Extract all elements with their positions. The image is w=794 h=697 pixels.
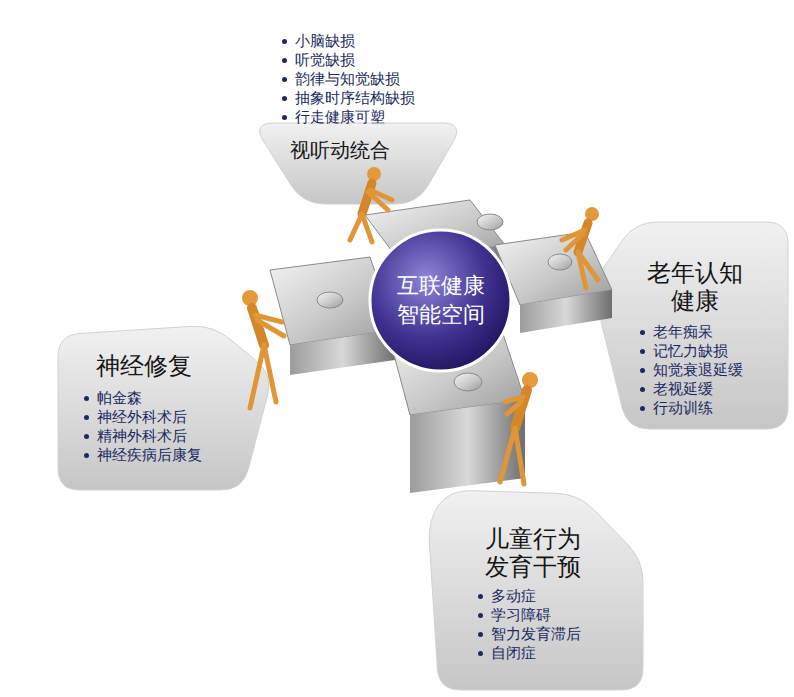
bullet-dot bbox=[84, 415, 89, 420]
list-item: 小脑缺损 bbox=[282, 32, 415, 51]
bullet-dot bbox=[640, 387, 645, 392]
list-item: 行动训练 bbox=[640, 399, 750, 418]
bullet-dot bbox=[478, 613, 483, 618]
category-band: 神经修复帕金森神经外科术后精神外科术后神经疾病后康复 bbox=[58, 325, 273, 490]
list-item: 抽象时序结构缺损 bbox=[282, 89, 415, 108]
bullet-dot bbox=[640, 349, 645, 354]
band-shape bbox=[260, 123, 457, 204]
band-shape bbox=[596, 222, 788, 429]
figure-limbs bbox=[500, 397, 524, 484]
list-item: 自闭症 bbox=[478, 644, 588, 663]
category-heading: 视听动统合 bbox=[290, 139, 415, 162]
text-group: 儿童行为 发育干预多动症学习障碍智力发育滞后自闭症 bbox=[478, 526, 588, 663]
list-item: 智力发育滞后 bbox=[478, 625, 588, 644]
list-item: 韵律与知觉缺损 bbox=[282, 70, 415, 89]
figure-limbs bbox=[562, 230, 598, 288]
puzzle-side bbox=[290, 330, 395, 375]
puzzle-side bbox=[520, 290, 612, 333]
item-text: 韵律与知觉缺损 bbox=[295, 70, 400, 89]
bullet-dot bbox=[640, 368, 645, 373]
puzzle-knob bbox=[548, 254, 572, 270]
bullet-dot bbox=[640, 406, 645, 411]
list-item: 行走健康可塑 bbox=[282, 108, 415, 127]
bullet-dot bbox=[478, 594, 483, 599]
item-text: 学习障碍 bbox=[491, 606, 551, 625]
item-text: 神经外科术后 bbox=[97, 408, 187, 427]
text-group: 互联健康 智能空间 bbox=[390, 272, 491, 329]
item-text: 小脑缺损 bbox=[295, 32, 355, 51]
item-text: 抽象时序结构缺损 bbox=[295, 89, 415, 108]
list-item: 帕金森 bbox=[84, 389, 202, 408]
puzzle-knob bbox=[317, 292, 343, 308]
list-item: 记忆力缺损 bbox=[640, 342, 750, 361]
bullet-dot bbox=[478, 651, 483, 656]
puzzle-piece bbox=[270, 257, 395, 345]
puzzle-knob bbox=[477, 214, 503, 230]
bullet-dot bbox=[282, 115, 287, 120]
category-heading: 儿童行为 发育干预 bbox=[478, 526, 588, 581]
item-text: 记忆力缺损 bbox=[653, 342, 728, 361]
bullet-dot bbox=[282, 39, 287, 44]
bullet-dot bbox=[640, 330, 645, 335]
list-item: 老视延缓 bbox=[640, 380, 750, 399]
puzzle-knob bbox=[454, 373, 482, 391]
bullet-dot bbox=[282, 77, 287, 82]
list-item: 学习障碍 bbox=[478, 606, 588, 625]
figure-head bbox=[367, 167, 381, 181]
center-title: 互联健康 智能空间 bbox=[390, 272, 491, 329]
figure-limbs bbox=[350, 190, 392, 242]
circle-shape bbox=[370, 230, 511, 371]
band-outline bbox=[58, 325, 273, 490]
text-group: 神经修复帕金森神经外科术后精神外科术后神经疾病后康复 bbox=[84, 353, 202, 465]
list-item: 神经外科术后 bbox=[84, 408, 202, 427]
list-item: 知觉衰退延缓 bbox=[640, 361, 750, 380]
circle-outline bbox=[368, 228, 513, 373]
item-text: 老年痴呆 bbox=[653, 323, 713, 342]
center-circle: 互联健康 智能空间 bbox=[368, 228, 513, 373]
list-item: 神经疾病后康复 bbox=[84, 446, 202, 465]
bullet-dot bbox=[84, 453, 89, 458]
bullet-dot bbox=[282, 58, 287, 63]
category-heading: 神经修复 bbox=[96, 353, 202, 381]
figure-head bbox=[522, 372, 538, 388]
bullet-dot bbox=[84, 434, 89, 439]
list-item: 听觉缺损 bbox=[282, 51, 415, 70]
category-band: 小脑缺损听觉缺损韵律与知觉缺损抽象时序结构缺损行走健康可塑视听动统合 bbox=[252, 22, 464, 204]
band-shape bbox=[429, 491, 643, 690]
category-band: 老年认知 健康老年痴呆记忆力缺损知觉衰退延缓老视延缓行动训练 bbox=[592, 222, 788, 429]
bullet-dot bbox=[84, 396, 89, 401]
item-text: 行走健康可塑 bbox=[295, 108, 385, 127]
bullet-dot bbox=[282, 96, 287, 101]
item-text: 多动症 bbox=[491, 587, 536, 606]
figure-limbs bbox=[250, 315, 284, 408]
item-text: 行动训练 bbox=[653, 399, 713, 418]
item-text: 自闭症 bbox=[491, 644, 536, 663]
item-text: 帕金森 bbox=[97, 389, 142, 408]
category-heading: 老年认知 健康 bbox=[640, 260, 750, 315]
list-item: 精神外科术后 bbox=[84, 427, 202, 446]
item-text: 神经疾病后康复 bbox=[97, 446, 202, 465]
item-text: 智力发育滞后 bbox=[491, 625, 581, 644]
text-group: 老年认知 健康老年痴呆记忆力缺损知觉衰退延缓老视延缓行动训练 bbox=[640, 260, 750, 418]
item-text: 精神外科术后 bbox=[97, 427, 187, 446]
band-shape bbox=[58, 326, 269, 490]
item-text: 知觉衰退延缓 bbox=[653, 361, 743, 380]
item-text: 老视延缓 bbox=[653, 380, 713, 399]
category-band: 儿童行为 发育干预多动症学习障碍智力发育滞后自闭症 bbox=[428, 490, 643, 690]
item-text: 听觉缺损 bbox=[295, 51, 355, 70]
text-group: 小脑缺损听觉缺损韵律与知觉缺损抽象时序结构缺损行走健康可塑视听动统合 bbox=[282, 32, 415, 162]
bullet-dot bbox=[478, 632, 483, 637]
list-item: 老年痴呆 bbox=[640, 323, 750, 342]
list-item: 多动症 bbox=[478, 587, 588, 606]
